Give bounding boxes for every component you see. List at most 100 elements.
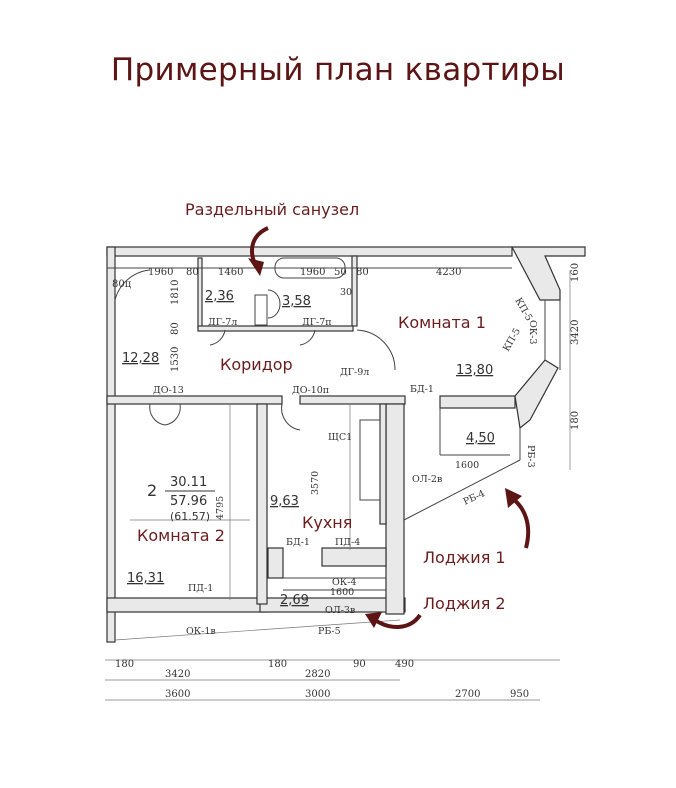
plan-line (351, 255, 358, 327)
plan-label: 180 (115, 659, 134, 670)
annotations: Раздельный санузел Коридор Комната 1 Ком… (137, 200, 531, 629)
plan-line (356, 329, 396, 371)
annotation-room2: Комната 2 (137, 526, 225, 545)
plan-label: ДГ-7п (302, 317, 332, 328)
plan-label: КП-5 (512, 296, 534, 323)
element-marks: ДГ-7л ДГ-7п ДГ-9л ДО-13 ДО-10п 30 БД-1 К… (153, 287, 538, 637)
plan-label: ОЛ-3в (325, 605, 355, 616)
plan-line (514, 359, 559, 430)
plan-label: 3420 (570, 320, 581, 345)
plan-label: 80ц (112, 279, 132, 290)
walls (106, 246, 586, 643)
annotation-loggia1: Лоджия 1 (423, 548, 506, 567)
plan-line (259, 597, 406, 613)
plan-line (267, 289, 281, 319)
plan-line (267, 547, 284, 579)
annotation-corridor: Коридор (220, 355, 293, 374)
arrow-icon (373, 613, 422, 629)
plan-label: ПД-1 (188, 583, 213, 594)
plan-label: ДГ-7л (208, 317, 237, 328)
plan-label: 80 (356, 267, 369, 278)
plan-label: (61.57) (170, 510, 210, 523)
plan-label: 1960 (148, 267, 173, 278)
plan-label: КП-5 (501, 326, 523, 353)
area-loggia2: 2,69 (280, 593, 309, 608)
plan-line (106, 597, 268, 613)
plan-label: РБ-5 (318, 626, 341, 637)
plan-label: 1810 (170, 280, 181, 305)
arrow-head-icon (505, 488, 522, 508)
plan-line (281, 403, 301, 431)
annotation-kitchen: Кухня (302, 513, 352, 532)
plan-label: 180 (268, 659, 287, 670)
plan-label: 30.11 (170, 475, 207, 490)
area-kitchen: 9,63 (270, 494, 299, 509)
area-labels: 2,36 3,58 12,28 13,80 4,50 16,31 9,63 2,… (122, 289, 495, 608)
plan-label: 50 (334, 267, 347, 278)
plan-line (299, 329, 316, 346)
plan-line (197, 325, 354, 332)
plan-label: ЩС1 (328, 432, 352, 443)
plan-label: 1460 (218, 267, 243, 278)
arrow-head-icon (248, 258, 264, 276)
plan-label: 80 (170, 322, 181, 335)
plan-label: 1600 (455, 460, 479, 471)
plan-label: 2700 (455, 689, 480, 700)
plan-line (256, 403, 268, 605)
area-hall: 12,28 (122, 351, 159, 366)
left-dimensions: 80ц 1810 80 1530 (112, 279, 181, 372)
plan-line (114, 619, 401, 641)
plan-line (385, 403, 405, 615)
plan-label: 950 (510, 689, 529, 700)
plan-line (149, 403, 181, 426)
plan-label: 1960 (300, 267, 325, 278)
area-toilet: 2,36 (205, 289, 234, 304)
plan-label: 30 (340, 287, 352, 298)
plan-label: 90 (353, 659, 366, 670)
area-loggia1: 4,50 (466, 431, 495, 446)
plan-label: 160 (570, 263, 581, 282)
plan-label: 3000 (305, 689, 330, 700)
plan-label: ОК-4 (332, 577, 356, 588)
plan-line (511, 246, 586, 301)
plan-line (274, 257, 346, 279)
plan-label: 3600 (165, 689, 190, 700)
plan-label: 2820 (305, 669, 330, 680)
plan-label: ПД-4 (335, 537, 360, 548)
plan-label: ДГ-9л (340, 367, 369, 378)
plan-label: 2 (147, 481, 157, 500)
plan-label: БД-1 (410, 384, 434, 395)
plan-label: 57.96 (170, 494, 207, 509)
plan-line (403, 459, 521, 521)
plan-label: 490 (395, 659, 414, 670)
plan-line (359, 419, 381, 501)
area-room2: 16,31 (127, 571, 164, 586)
plan-label: РБ-3 (525, 445, 536, 468)
plan-label: 4795 (215, 496, 226, 520)
plan-label: 4230 (436, 267, 461, 278)
area-bath: 3,58 (282, 294, 311, 309)
area-room1: 13,80 (456, 363, 493, 378)
plan-line (321, 547, 387, 567)
plan-label: 1600 (330, 587, 354, 598)
plan-line (439, 395, 516, 409)
plan-label: ДО-10п (292, 385, 329, 396)
annotation-bathroom: Раздельный санузел (185, 200, 359, 219)
page-title: Примерный план квартиры (110, 52, 566, 88)
plan-lines (105, 257, 571, 701)
plan-line (379, 403, 387, 525)
plan-label: ОК-1в (186, 626, 216, 637)
plan-label: 1530 (170, 347, 181, 372)
plan-label: БД-1 (286, 537, 310, 548)
annotation-loggia2: Лоджия 2 (423, 594, 506, 613)
plan-label: 80 (186, 267, 199, 278)
right-dimensions: 160 3420 180 (570, 263, 581, 430)
plan-label: 3570 (310, 471, 321, 495)
plan-label: ДО-13 (153, 385, 184, 396)
plan-label: ОК-3 (527, 320, 538, 344)
plan-label: ОЛ-2в (412, 474, 442, 485)
plan-line (106, 395, 283, 405)
bottom-dimensions: 180 180 90 490 3420 2820 3600 3000 2700 … (115, 659, 529, 700)
arrow-icon (510, 496, 531, 549)
plan-line (299, 395, 406, 405)
